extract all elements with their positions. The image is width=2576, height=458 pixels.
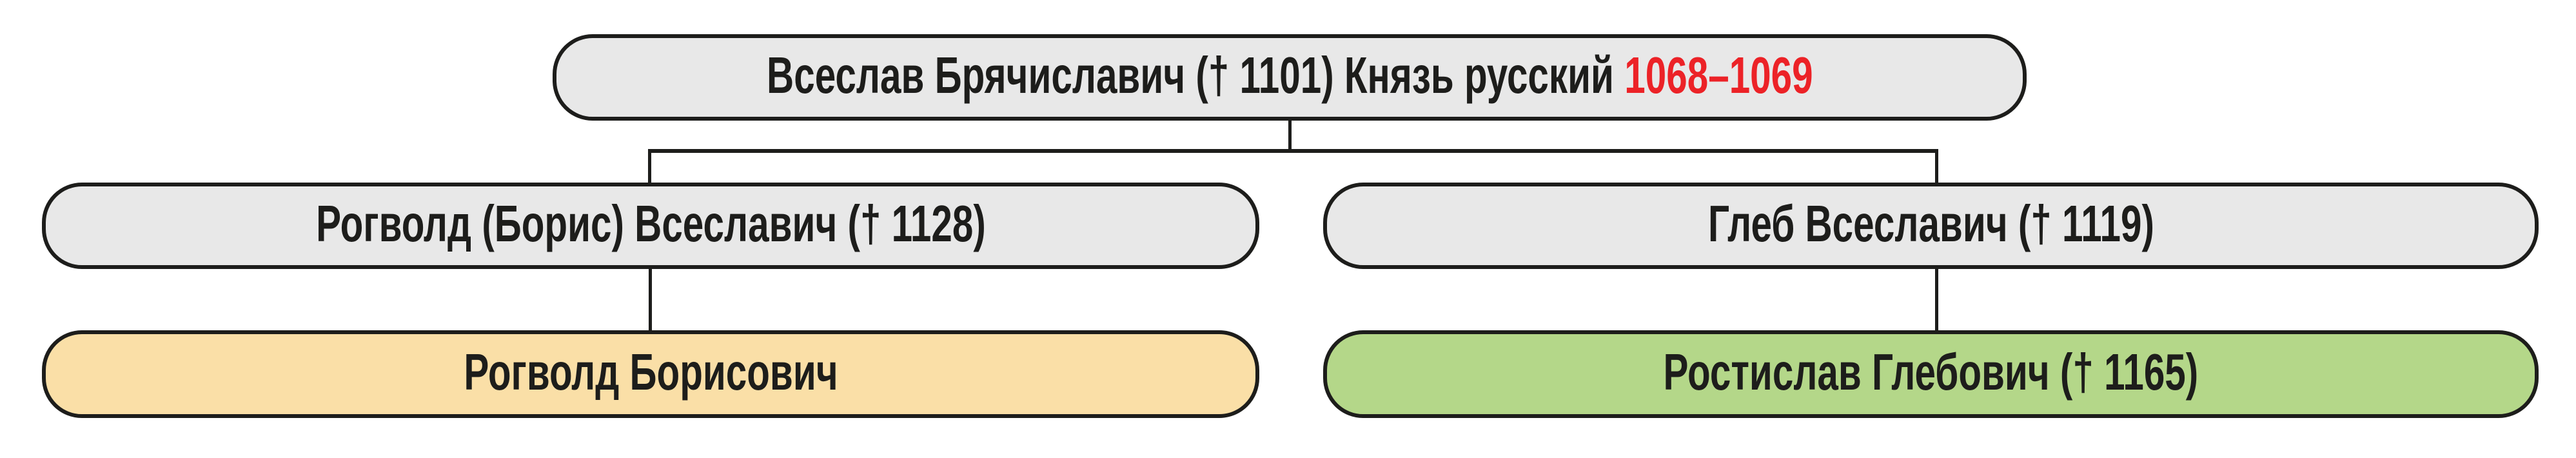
connector-horizontal-bar [648,149,1938,153]
node-grandchild-left-label: Рогволд Борисович [463,343,838,401]
node-root-label: Всеслав Брячиславич († 1101) Князь русск… [766,46,1614,104]
node-rogvold-boris-vseslavich: Рогволд (Борис) Всеславич († 1128) [42,183,1259,269]
node-rogvold-borisovich: Рогволд Борисович [42,330,1259,418]
node-gleb-vseslavich: Глеб Всеславич († 1119) [1323,183,2539,269]
node-root-reign-years: 1068–1069 [1624,46,1813,104]
connector-root-stem [1288,119,1292,152]
node-rostislav-glebovich: Ростислав Глебович († 1165) [1323,330,2539,418]
node-child-right-label: Глеб Всеславич († 1119) [1707,195,2154,252]
connector-child-left-to-grandchild [649,267,652,332]
connector-drop-to-child-right [1935,150,1938,184]
node-grandchild-right-label: Ростислав Глебович († 1165) [1663,343,2199,401]
node-child-left-label: Рогволд (Борис) Всеславич († 1128) [315,195,986,252]
connector-child-right-to-grandchild [1935,267,1938,332]
connector-drop-to-child-left [648,150,651,184]
node-root-text: Всеслав Брячиславич († 1101) Князь русск… [767,50,1813,105]
node-vseslav-bryachislavich: Всеслав Брячиславич († 1101) Князь русск… [553,34,2027,121]
